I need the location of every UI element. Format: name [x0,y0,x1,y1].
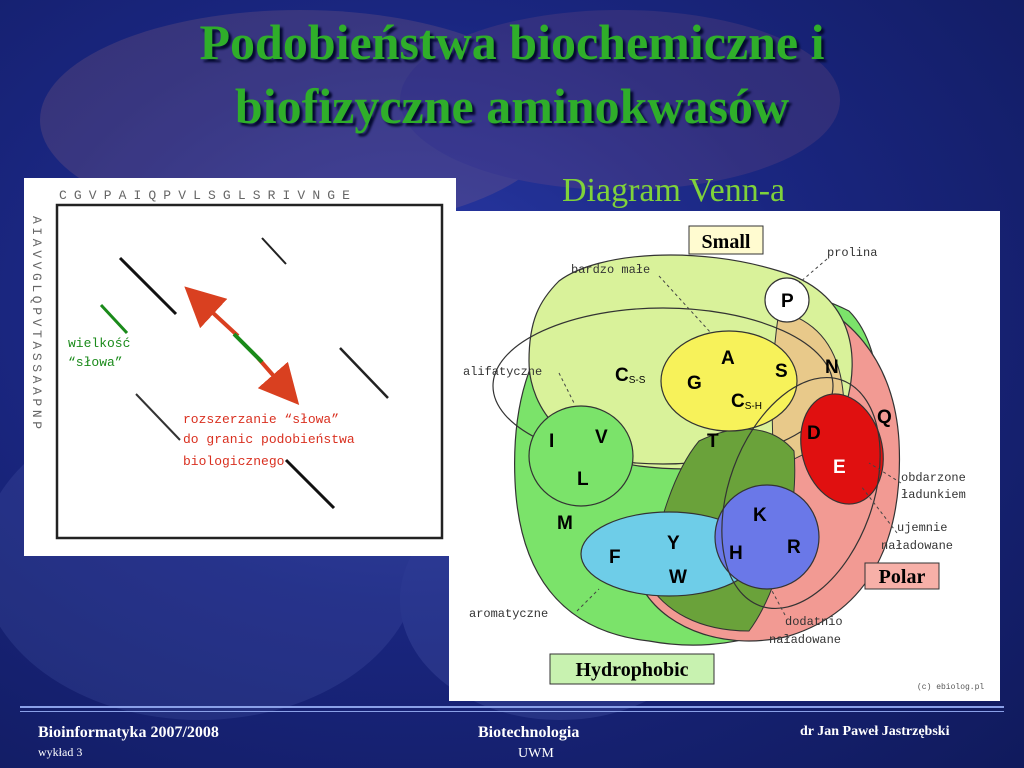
match-diagonal [339,347,389,399]
aa-s: S [775,361,788,382]
label-dodatnio-1: dodatnio [785,615,843,629]
label-dodatnio-2: naładowane [769,633,841,647]
aa-v: V [595,427,608,448]
label-prolina: prolina [827,246,877,260]
aa-d: D [807,423,821,444]
positive-charge-ellipse [714,484,820,590]
very-small-ellipse [660,330,798,432]
footer-author: dr Jan Paweł Jastrzębski [800,724,950,739]
footer-university: UWM [518,746,554,761]
aliphatic-iv-l-ellipse [528,405,634,507]
aa-g: G [687,373,702,394]
aa-k: K [753,505,767,526]
dot-plot: CGVPAIQPVLSGLSRIVNGE AIAVVGLQPVTASSAAPNP… [24,178,456,556]
aa-c-ss: CS-S [615,365,646,386]
top-sequence: CGVPAIQPVLSGLSRIVNGE [59,188,357,203]
label-obdarzone-2: ładunkiem [901,488,966,502]
aa-q: Q [877,407,892,428]
charged-ellipse [721,376,881,610]
aa-n: N [825,357,839,378]
title-line-1: Podobieństwa biochemiczne i [199,14,825,70]
aliphatic-ellipse [492,307,834,465]
leader-prolina [798,258,828,284]
title-line-2: biofizyczne aminokwasów [234,78,790,134]
label-obdarzone-1: obdarzone [901,471,966,485]
aa-e: E [833,457,846,478]
extension-label-3: biologicznego [183,454,284,469]
extension-center [232,332,264,364]
aa-t: T [707,431,719,452]
negative-charge-ellipse [800,393,884,505]
leader-obdarzone [868,462,902,484]
word-size-segment [99,303,129,335]
slide-title: Podobieństwa biochemiczne i biofizyczne … [0,10,1024,138]
leader-dodatnio [770,588,786,616]
extension-label-2: do granic podobieństwa [183,432,355,447]
venn-subtitle: Diagram Venn-a [562,172,786,209]
aa-p: P [781,291,794,312]
aa-a: A [721,348,735,369]
leader-bardzo-male [658,275,712,334]
copyright: (c) ebiolog.pl [917,683,984,692]
left-sequence: AIAVVGLQPVTASSAAPNP [29,216,44,433]
label-ujemnie-1: ujemnie [897,521,947,535]
polar-box [864,562,940,590]
match-diagonal [135,393,181,441]
footer-course: Bioinformatyka 2007/2008 [38,724,219,741]
leader-aromatyczne [576,588,600,612]
match-diagonal [284,458,336,510]
footer-divider-thin [20,711,1004,712]
plot-frame [55,203,444,540]
footer-divider [20,706,1004,708]
proline-circle [764,277,810,323]
label-alifatyczne: alifatyczne [463,365,542,379]
label-bardzo-male: bardzo małe [571,263,650,277]
aa-c-sh: CS-H [731,391,762,412]
word-size-label-2: “słowa” [68,355,123,370]
label-ujemnie-2: naładowane [881,539,953,553]
hydrophobic-box [549,653,715,685]
polar-box-label: Polar [879,566,926,588]
aa-w: W [669,567,687,588]
aa-m: M [557,513,573,534]
footer-department: Biotechnologia [478,724,580,741]
hydrophobic-box-label: Hydrophobic [576,659,689,681]
aa-f: F [609,547,621,568]
match-diagonal [118,256,178,316]
extension-arrow-down [256,356,300,406]
extension-label-1: rozszerzanie “słowa” [183,412,339,427]
word-size-label-1: wielkość [68,336,130,351]
label-aromatyczne: aromatyczne [469,607,548,621]
leader-ujemnie [860,485,898,534]
extension-arrow-up [184,286,240,338]
aa-r: R [787,537,801,558]
match-diagonal [261,237,287,265]
venn-diagram: Small Polar Hydrophobic prolina bardzo m… [449,211,1000,701]
aa-h: H [729,543,743,564]
aa-l: L [577,469,589,490]
aa-i: I [549,431,554,452]
footer-lecture: wykład 3 [38,745,83,759]
small-box-label: Small [702,231,751,253]
aa-y: Y [667,533,680,554]
small-box [688,225,764,255]
